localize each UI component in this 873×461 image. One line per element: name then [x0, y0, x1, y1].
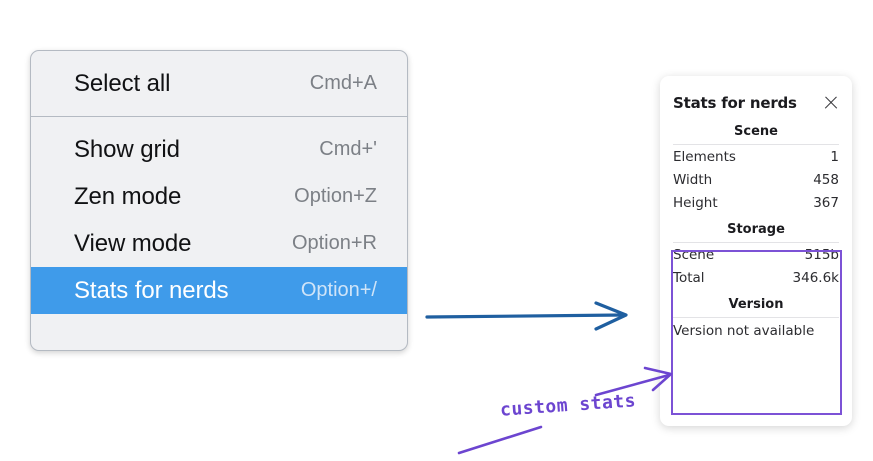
menu-item-select-all[interactable]: Select all Cmd+A [31, 60, 407, 107]
blue-arrow [425, 301, 628, 331]
stats-panel-header: Stats for nerds [673, 76, 839, 116]
stats-row-storage-scene-key: Scene [673, 246, 715, 263]
menu-item-show-grid-shortcut: Cmd+' [319, 138, 377, 160]
stats-panel-inner: Stats for nerds Scene Elements 1 Width 4… [660, 76, 852, 344]
stats-row-storage-scene: Scene 515b [673, 243, 839, 266]
menu-item-view-mode[interactable]: View mode Option+R [31, 220, 407, 267]
close-icon[interactable] [823, 95, 839, 111]
stats-section-title-scene: Scene [734, 124, 778, 139]
stats-row-elements-value: 1 [830, 148, 839, 165]
menu-item-select-all-label: Select all [74, 69, 171, 97]
stats-row-storage-scene-value: 515b [804, 246, 839, 263]
stats-section-divider-storage [673, 242, 839, 243]
menu-group-1-top-padding [31, 51, 407, 60]
stats-row-width-value: 458 [813, 171, 839, 188]
menu-item-show-grid[interactable]: Show grid Cmd+' [31, 126, 407, 173]
menu-item-show-grid-label: Show grid [74, 135, 180, 163]
context-menu[interactable]: Select all Cmd+A Show grid Cmd+' Zen mod… [30, 50, 408, 351]
stats-for-nerds-panel[interactable]: Stats for nerds Scene Elements 1 Width 4… [660, 76, 852, 426]
stats-row-storage-total: Total 346.6k [673, 266, 839, 289]
menu-item-view-mode-label: View mode [74, 229, 192, 257]
menu-item-stats-for-nerds-shortcut: Option+/ [300, 279, 377, 301]
stats-row-elements: Elements 1 [673, 145, 839, 168]
stats-row-version-text: Version not available [673, 323, 815, 339]
stats-section-title-storage: Storage [727, 222, 785, 237]
menu-item-stats-for-nerds-label: Stats for nerds [74, 276, 229, 304]
menu-group-2: Show grid Cmd+' Zen mode Option+Z View m… [31, 116, 407, 331]
annotation-label-custom-stats: custom stats [499, 390, 637, 421]
stats-section-title-version: Version [728, 297, 784, 312]
menu-group-2-top-padding [31, 117, 407, 126]
stats-row-storage-total-key: Total [673, 269, 705, 286]
menu-item-zen-mode-label: Zen mode [74, 182, 182, 210]
menu-item-stats-for-nerds[interactable]: Stats for nerds Option+/ [31, 267, 407, 314]
menu-item-zen-mode[interactable]: Zen mode Option+Z [31, 173, 407, 220]
stats-section-divider-scene [673, 144, 839, 145]
stats-row-height-value: 367 [813, 194, 839, 211]
menu-group-1-bottom-padding [31, 107, 407, 116]
stats-row-width-key: Width [673, 171, 713, 188]
stats-row-elements-key: Elements [673, 148, 736, 165]
purple-tail-stroke [457, 425, 543, 455]
stats-panel-title: Stats for nerds [673, 94, 797, 112]
menu-group-2-bottom-padding [31, 314, 407, 331]
menu-item-zen-mode-shortcut: Option+Z [294, 185, 377, 207]
menu-item-view-mode-shortcut: Option+R [291, 232, 377, 254]
stats-row-storage-total-value: 346.6k [792, 269, 839, 286]
menu-group-1: Select all Cmd+A [31, 51, 407, 116]
menu-item-select-all-shortcut: Cmd+A [309, 72, 377, 94]
stats-row-width: Width 458 [673, 168, 839, 191]
stats-row-height-key: Height [673, 194, 718, 211]
stats-section-divider-version [673, 317, 839, 318]
stats-row-height: Height 367 [673, 191, 839, 214]
